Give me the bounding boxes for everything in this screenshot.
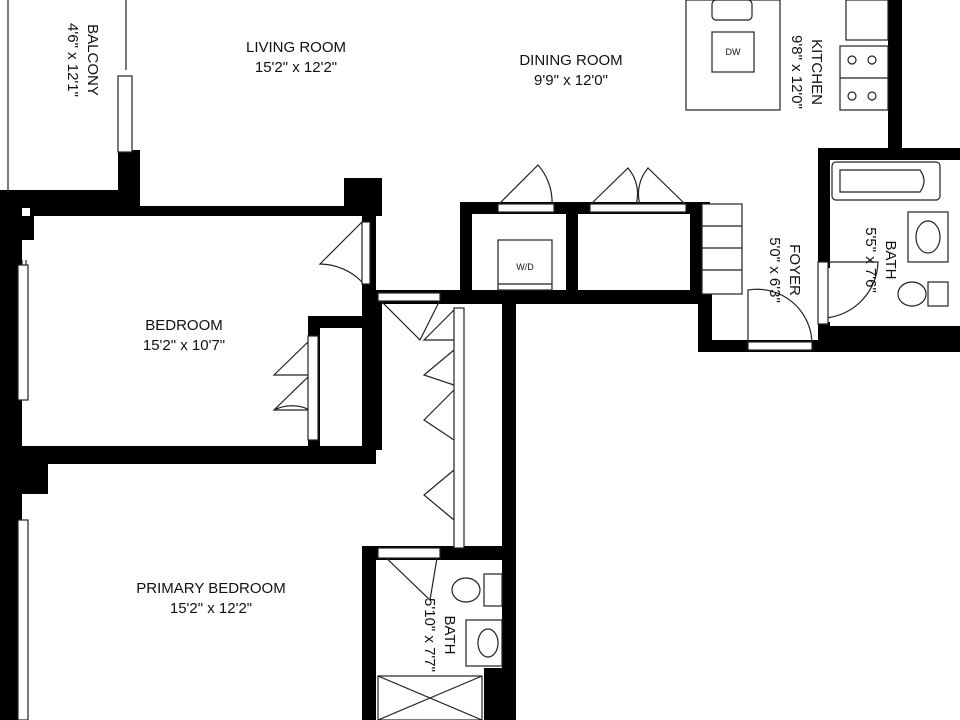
bedroom-name: BEDROOM: [145, 317, 223, 334]
foyer-size: 5'0" x 6'3": [766, 237, 783, 303]
lower-bath-name: BATH: [441, 616, 458, 655]
dishwasher-label: DW: [726, 47, 741, 57]
balcony-size: 4'6" x 12'1": [64, 23, 81, 97]
dining-room-size: 9'9" x 12'0": [534, 72, 608, 89]
dining-room-name: DINING ROOM: [519, 52, 622, 69]
upper-bath-name: BATH: [882, 241, 899, 280]
bedroom-size: 15'2" x 10'7": [143, 337, 225, 354]
kitchen-size: 9'8" x 12'0": [788, 35, 805, 109]
upper-bath-size: 5'5" x 7'6": [862, 227, 879, 293]
living-room-name: LIVING ROOM: [246, 39, 346, 56]
washer-dryer-label: W/D: [516, 262, 534, 272]
balcony-name: BALCONY: [84, 24, 101, 96]
lower-bath-fixtures: [377, 573, 503, 720]
kitchen-name: KITCHEN: [808, 39, 825, 105]
lower-bath-size: 5'10" x 7'7": [421, 598, 438, 672]
kitchen-island: DW: [685, 0, 781, 111]
washer-dryer: W/D: [497, 239, 553, 291]
upper-bath-fixtures: [831, 161, 949, 307]
room-labels: LIVING ROOM 15'2" x 12'2" DINING ROOM 9'…: [64, 23, 899, 672]
foyer-name: FOYER: [786, 244, 803, 296]
stove: [839, 0, 889, 111]
shelves: [701, 203, 743, 295]
primary-bedroom-size: 15'2" x 12'2": [170, 600, 252, 617]
living-room-size: 15'2" x 12'2": [255, 59, 337, 76]
windows: [7, 0, 133, 720]
doors: [272, 164, 879, 602]
primary-bedroom-name: PRIMARY BEDROOM: [136, 580, 285, 597]
